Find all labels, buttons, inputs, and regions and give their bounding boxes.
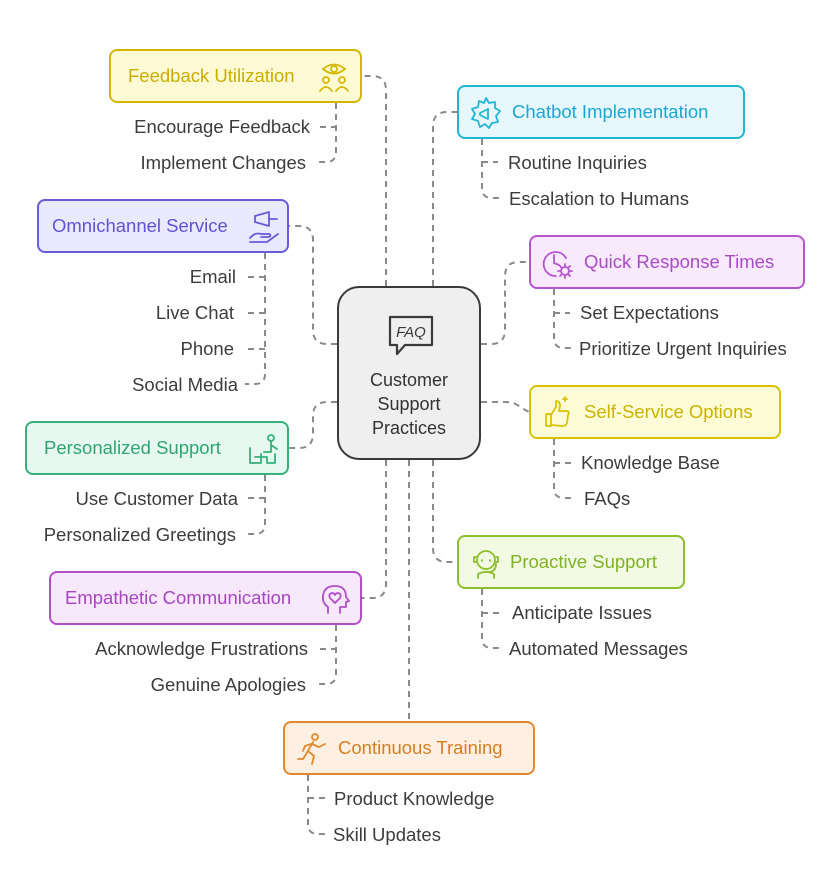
category-feedback-utilization[interactable]: Feedback Utilization bbox=[109, 49, 362, 103]
item-knowledge-base: Knowledge Base bbox=[581, 452, 720, 473]
category-label: Quick Response Times bbox=[584, 251, 775, 272]
item-routine-inquiries: Routine Inquiries bbox=[508, 152, 647, 173]
running-person-icon bbox=[297, 733, 326, 765]
central-topic-node: FAQ Customer Support Practices bbox=[337, 286, 481, 460]
clock-gear-icon bbox=[542, 251, 573, 279]
head-heart-icon bbox=[321, 585, 350, 614]
item-acknowledge-frustrations: Acknowledge Frustrations bbox=[95, 638, 308, 659]
item-automated-messages: Automated Messages bbox=[509, 638, 688, 659]
item-email: Email bbox=[189, 266, 236, 287]
item-encourage-feedback: Encourage Feedback bbox=[134, 116, 310, 137]
category-label: Proactive Support bbox=[510, 551, 658, 572]
category-self-service-options[interactable]: Self-Service Options bbox=[529, 385, 781, 439]
svg-text:FAQ: FAQ bbox=[396, 324, 426, 341]
category-omnichannel-service[interactable]: Omnichannel Service bbox=[37, 199, 289, 253]
item-escalation-to-humans: Escalation to Humans bbox=[509, 188, 689, 209]
hand-megaphone-icon bbox=[249, 211, 279, 243]
category-label: Empathetic Communication bbox=[65, 587, 292, 608]
category-continuous-training[interactable]: Continuous Training bbox=[283, 721, 535, 775]
item-faqs: FAQs bbox=[584, 488, 631, 509]
category-proactive-support[interactable]: Proactive Support bbox=[457, 535, 685, 589]
central-title-line-3: Practices bbox=[371, 418, 447, 438]
category-label: Continuous Training bbox=[338, 737, 503, 758]
central-title-line-2: Support bbox=[377, 394, 441, 414]
item-product-knowledge: Product Knowledge bbox=[334, 788, 495, 809]
person-desk-icon bbox=[249, 434, 278, 464]
item-anticipate-issues: Anticipate Issues bbox=[512, 602, 652, 623]
item-live-chat: Live Chat bbox=[155, 302, 234, 323]
item-implement-changes: Implement Changes bbox=[140, 152, 306, 173]
central-title-line-1: Customer bbox=[369, 370, 449, 390]
category-personalized-support[interactable]: Personalized Support bbox=[25, 421, 289, 475]
category-label: Omnichannel Service bbox=[52, 215, 228, 236]
item-social-media: Social Media bbox=[132, 374, 238, 395]
item-genuine-apologies: Genuine Apologies bbox=[150, 674, 306, 695]
category-label: Personalized Support bbox=[44, 437, 221, 458]
item-personalized-greetings: Personalized Greetings bbox=[43, 524, 236, 545]
item-use-customer-data: Use Customer Data bbox=[75, 488, 238, 509]
eye-people-icon bbox=[319, 63, 349, 92]
category-chatbot-implementation[interactable]: Chatbot Implementation bbox=[457, 85, 745, 139]
item-phone: Phone bbox=[180, 338, 235, 359]
item-set-expectations: Set Expectations bbox=[580, 302, 719, 323]
faq-speech-bubble-icon: FAQ bbox=[388, 315, 434, 356]
item-skill-updates: Skill Updates bbox=[333, 824, 441, 845]
central-topic-title: Customer Support Practices bbox=[339, 368, 479, 440]
headset-agent-icon bbox=[473, 550, 499, 579]
category-label: Self-Service Options bbox=[584, 401, 753, 422]
chatbot-megaphone-icon bbox=[471, 97, 501, 129]
category-quick-response-times[interactable]: Quick Response Times bbox=[529, 235, 805, 289]
thumbs-up-hand-icon bbox=[545, 396, 570, 427]
category-label: Chatbot Implementation bbox=[512, 101, 709, 122]
category-empathetic-communication[interactable]: Empathetic Communication bbox=[49, 571, 362, 625]
category-label: Feedback Utilization bbox=[128, 65, 295, 86]
item-prioritize-urgent-inquiries: Prioritize Urgent Inquiries bbox=[579, 338, 787, 359]
